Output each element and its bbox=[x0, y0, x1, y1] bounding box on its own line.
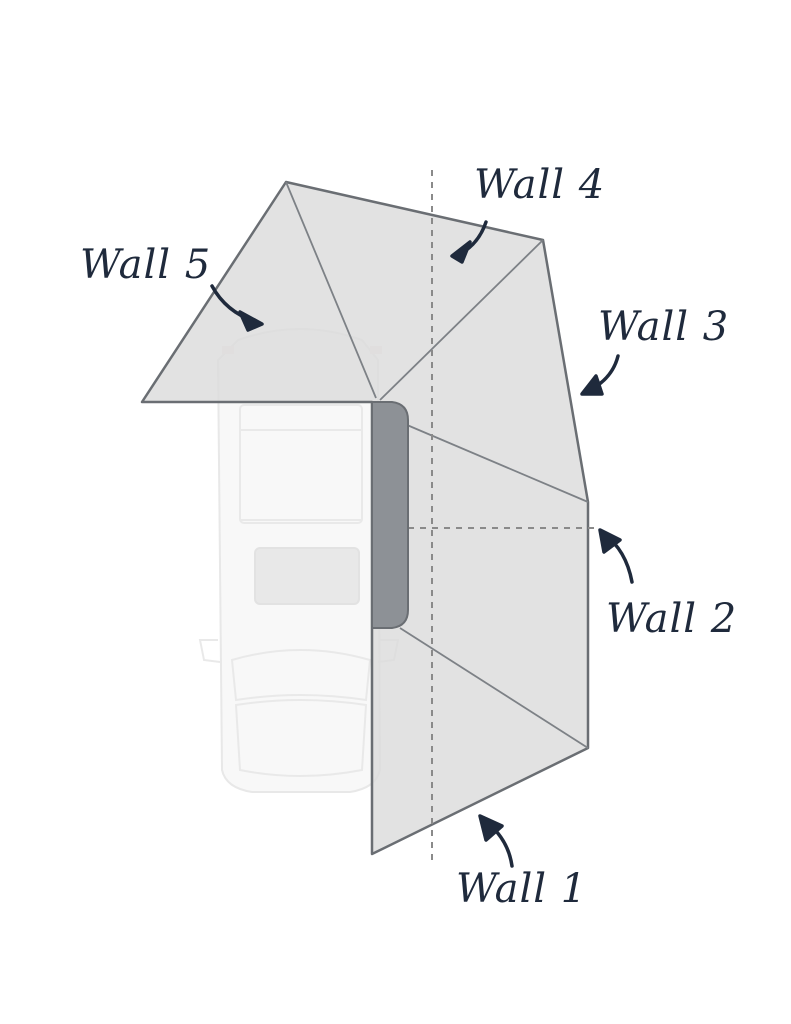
wall-5-arrowhead bbox=[238, 310, 264, 332]
wall-1-label: Wall 1 bbox=[456, 866, 587, 912]
car-windshield bbox=[230, 649, 372, 702]
awning bbox=[140, 170, 596, 862]
seam-5-4 bbox=[285, 181, 377, 399]
wall-labels: Wall 4 Wall 5 Wall 3 Wall 2 Wall 1 bbox=[80, 162, 737, 912]
car-roof-rack bbox=[239, 404, 363, 524]
wall-5-label: Wall 5 bbox=[80, 242, 211, 288]
wall-4-arrowhead bbox=[450, 240, 472, 264]
seam-2-1 bbox=[399, 627, 589, 749]
wall-3-label: Wall 3 bbox=[598, 304, 729, 350]
awning-hub bbox=[371, 401, 409, 629]
seam-4-3 bbox=[379, 239, 544, 401]
car-hood bbox=[234, 699, 368, 777]
car-mirror-left bbox=[198, 639, 221, 663]
wall-1-arrowhead bbox=[478, 814, 504, 842]
wall-3-arrowhead bbox=[580, 374, 604, 396]
wall-4-label: Wall 4 bbox=[474, 162, 605, 208]
wall-2-arrowhead bbox=[598, 528, 622, 554]
car-sunroof bbox=[254, 547, 360, 605]
wall-2-label: Wall 2 bbox=[606, 596, 737, 642]
